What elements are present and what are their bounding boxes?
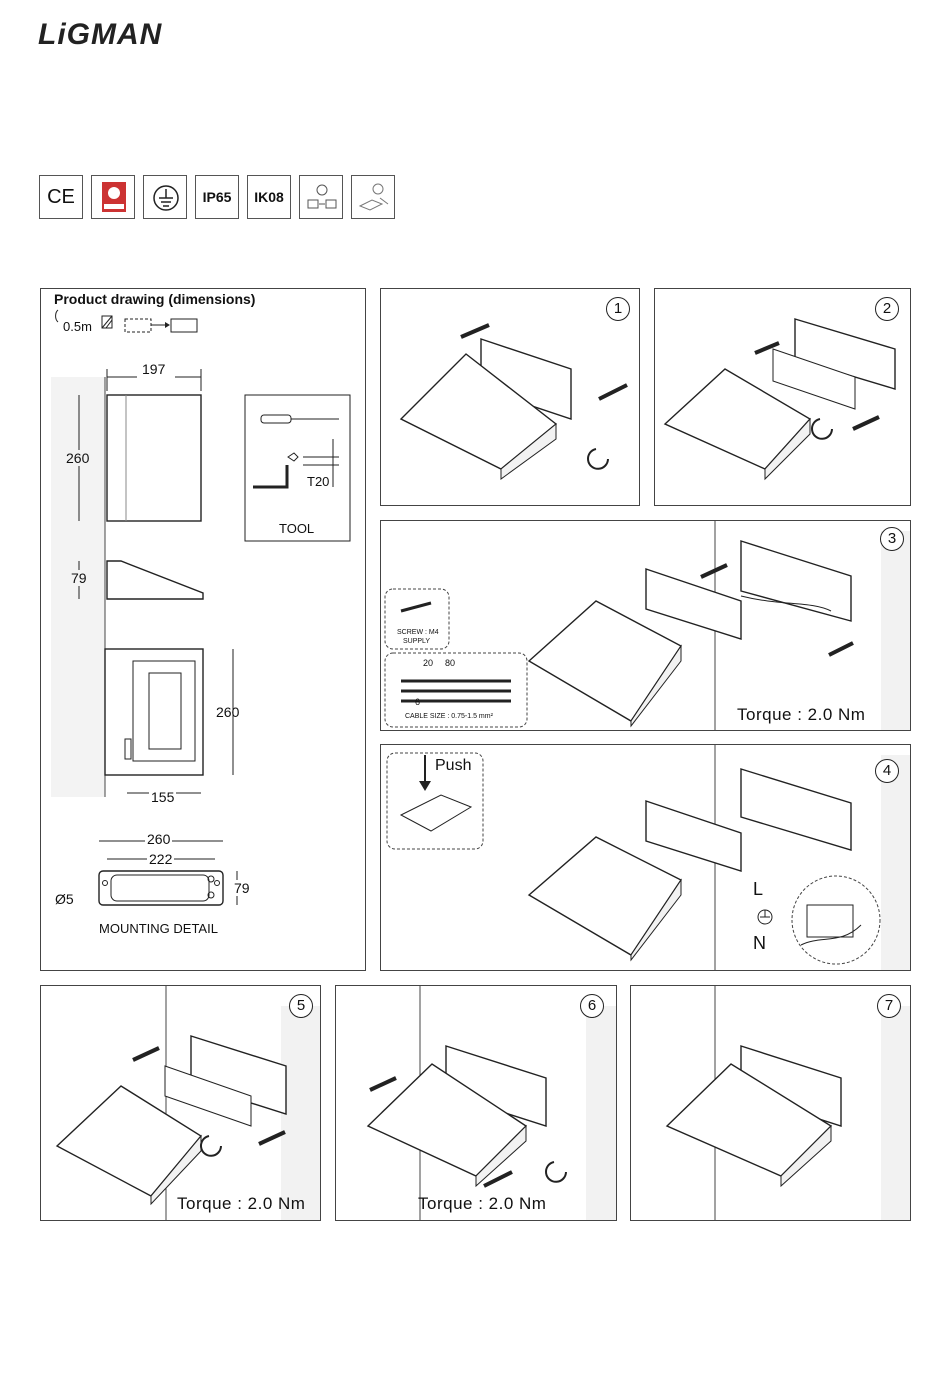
step-5-illustration: [41, 986, 321, 1221]
step-number: 3: [880, 527, 904, 551]
push-label: Push: [435, 757, 471, 775]
brand-logo: LiGMAN: [38, 18, 162, 52]
strip-length-a: 20: [423, 658, 433, 668]
step-7-panel: 7: [630, 985, 911, 1221]
step-7-illustration: [631, 986, 911, 1221]
step-1-panel: 1: [380, 288, 640, 506]
mounting-detail-label: MOUNTING DETAIL: [99, 921, 218, 936]
step-2-panel: 2: [654, 288, 911, 506]
step-6-panel: 6 Torque : 2.0 Nm: [335, 985, 617, 1221]
drawing-title: Product drawing (dimensions): [54, 291, 255, 307]
step-number: 1: [606, 297, 630, 321]
step-1-illustration: [381, 289, 640, 506]
torque-label: Torque : 2.0 Nm: [737, 705, 865, 725]
product-drawing-figure: [41, 289, 366, 971]
dim-width-top: 197: [139, 361, 168, 377]
dim-width-front: 155: [149, 789, 176, 805]
neutral-label: N: [753, 933, 766, 954]
step-number: 2: [875, 297, 899, 321]
safety-certificate-icon: [91, 175, 135, 219]
tool-label: TOOL: [279, 521, 314, 536]
step-6-illustration: [336, 986, 617, 1221]
strip-length-c: 6: [415, 697, 420, 707]
screw-sublabel: SUPPLY: [403, 638, 430, 645]
dim-height-side: 260: [66, 450, 89, 466]
line-label: L: [753, 879, 763, 900]
dim-hole-diameter: Ø5: [55, 891, 74, 907]
torque-label: Torque : 2.0 Nm: [418, 1194, 546, 1214]
step-number: 4: [875, 759, 899, 783]
step-number: 7: [877, 994, 901, 1018]
ik-rating-badge: IK08: [247, 175, 291, 219]
remote-driver-icon: [351, 175, 395, 219]
step-3-panel: 3 Torque : 2.0 Nm SCREW : M4 SUPPLY 20 8…: [380, 520, 911, 731]
distance-note: 0.5m: [63, 319, 92, 334]
voltage-icon: [299, 175, 343, 219]
dim-height-front: 260: [216, 704, 239, 720]
step-3-illustration: [381, 521, 911, 731]
torque-label: Torque : 2.0 Nm: [177, 1194, 305, 1214]
tool-bit-label: T20: [307, 474, 329, 489]
dim-depth: 79: [71, 570, 87, 586]
ip-rating-badge: IP65: [195, 175, 239, 219]
step-number: 6: [580, 994, 604, 1018]
step-5-panel: 5 Torque : 2.0 Nm: [40, 985, 321, 1221]
dim-mount-depth: 79: [234, 880, 250, 896]
step-4-panel: 4 Push L N: [380, 744, 911, 971]
dim-mount-width: 260: [145, 831, 172, 847]
ce-mark-icon: CE: [39, 175, 83, 219]
step-4-illustration: [381, 745, 911, 971]
product-drawing-panel: Product drawing (dimensions) 0.5m 197 26…: [40, 288, 366, 971]
screw-label: SCREW : M4: [397, 629, 439, 636]
step-number: 5: [289, 994, 313, 1018]
step-2-illustration: [655, 289, 911, 506]
strip-length-b: 80: [445, 658, 455, 668]
earth-ground-icon: [143, 175, 187, 219]
dim-mount-hole-spacing: 222: [147, 851, 174, 867]
cable-size-label: CABLE SIZE : 0.75-1.5 mm²: [405, 713, 493, 720]
